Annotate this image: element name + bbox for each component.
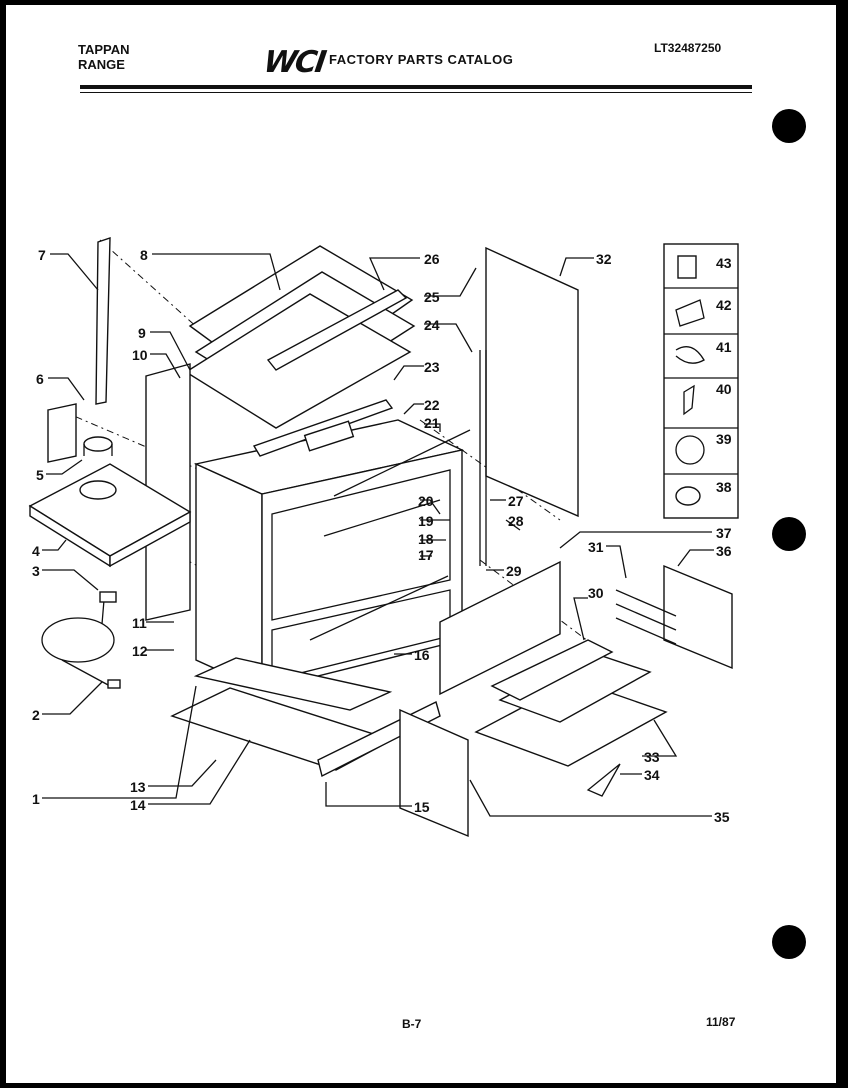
brand-line-1: TAPPAN <box>78 42 130 57</box>
callout-27: 27 <box>508 493 524 509</box>
oven-rail-upper <box>333 429 471 497</box>
callout-6: 6 <box>36 371 44 387</box>
callout-40: 40 <box>716 381 732 397</box>
oven-door-opening <box>271 469 451 621</box>
callout-21: 21 <box>424 415 440 431</box>
callout-10: 10 <box>132 347 148 363</box>
callout-36: 36 <box>716 543 732 559</box>
callout-24: 24 <box>424 317 440 333</box>
power-cord-coil <box>41 617 115 663</box>
callout-33: 33 <box>644 749 660 765</box>
oven-body-side <box>195 462 263 692</box>
callout-19: 19 <box>418 513 434 529</box>
callout-18: 18 <box>418 531 434 547</box>
callout-5: 5 <box>36 467 44 483</box>
callout-3: 3 <box>32 563 40 579</box>
oven-rail-lower <box>309 575 449 641</box>
binder-hole-middle <box>772 517 806 551</box>
power-cord-lead <box>61 599 111 687</box>
binder-hole-bottom <box>772 925 806 959</box>
oven-door-panel <box>399 708 469 838</box>
callout-25: 25 <box>424 289 440 305</box>
oven-rack-upper <box>490 639 614 701</box>
oven-knob-lever <box>586 763 621 797</box>
callout-7: 7 <box>38 247 46 263</box>
cooktop-vent-base <box>79 480 117 500</box>
callout-37: 37 <box>716 525 732 541</box>
callout-41: 41 <box>716 339 732 355</box>
callout-29: 29 <box>506 563 522 579</box>
inset-part-labels: 43 42 41 40 39 38 <box>716 255 732 495</box>
callout-22: 22 <box>424 397 440 413</box>
callout-26: 26 <box>424 251 440 267</box>
callout-1: 1 <box>32 791 40 807</box>
brand-block: TAPPAN RANGE <box>78 42 130 72</box>
callout-2: 2 <box>32 707 40 723</box>
catalog-title: FACTORY PARTS CATALOG <box>329 52 514 67</box>
callout-20: 20 <box>418 493 434 509</box>
callout-leaders <box>42 253 714 817</box>
vent-cover <box>303 420 355 452</box>
model-number: LT32487250 <box>654 41 722 55</box>
callout-8: 8 <box>140 247 148 263</box>
rack-support-bars <box>615 589 677 645</box>
header-rule-thin <box>80 92 752 93</box>
callout-30: 30 <box>588 585 604 601</box>
callout-9: 9 <box>138 325 146 341</box>
power-cord-plug <box>99 591 117 603</box>
callout-14: 14 <box>130 797 146 813</box>
callout-11: 11 <box>132 615 147 631</box>
callout-16: 16 <box>414 647 430 663</box>
callout-labels: 7 8 9 10 6 5 4 3 2 11 12 1 13 14 15 16 2… <box>32 247 732 825</box>
callout-4: 4 <box>32 543 40 559</box>
cooktop-side <box>109 510 191 568</box>
callout-23: 23 <box>424 359 440 375</box>
callout-13: 13 <box>130 779 146 795</box>
callout-43: 43 <box>716 255 732 271</box>
callout-39: 39 <box>716 431 732 447</box>
callout-35: 35 <box>714 809 730 825</box>
page-number: B-7 <box>402 1017 422 1031</box>
brand-line-2: RANGE <box>78 57 125 72</box>
binder-hole-top <box>772 109 806 143</box>
callout-12: 12 <box>132 643 148 659</box>
callout-32: 32 <box>596 251 612 267</box>
header-rule-thick <box>80 85 752 89</box>
catalog-date: 11/87 <box>706 1015 736 1029</box>
callout-31: 31 <box>588 539 604 555</box>
callout-15: 15 <box>414 799 430 815</box>
back-panel <box>485 246 579 518</box>
callout-17: 17 <box>418 547 434 563</box>
oven-rail-middle <box>323 499 441 537</box>
callout-38: 38 <box>716 479 732 495</box>
oven-liner-sheet <box>439 560 561 696</box>
vent-bracket <box>47 403 77 463</box>
vent-ring <box>83 436 113 452</box>
cord-terminal <box>107 679 121 689</box>
inset-parts-box <box>663 243 739 519</box>
top-trim-strip <box>266 289 408 371</box>
vertical-trim-strip <box>95 237 111 405</box>
inset-part-icons <box>675 255 705 506</box>
callout-34: 34 <box>644 767 660 783</box>
vent-trim <box>252 399 394 457</box>
bottom-insulation <box>193 657 393 711</box>
side-liner-panel <box>663 564 733 670</box>
callout-42: 42 <box>716 297 732 313</box>
callout-28: 28 <box>508 513 524 529</box>
